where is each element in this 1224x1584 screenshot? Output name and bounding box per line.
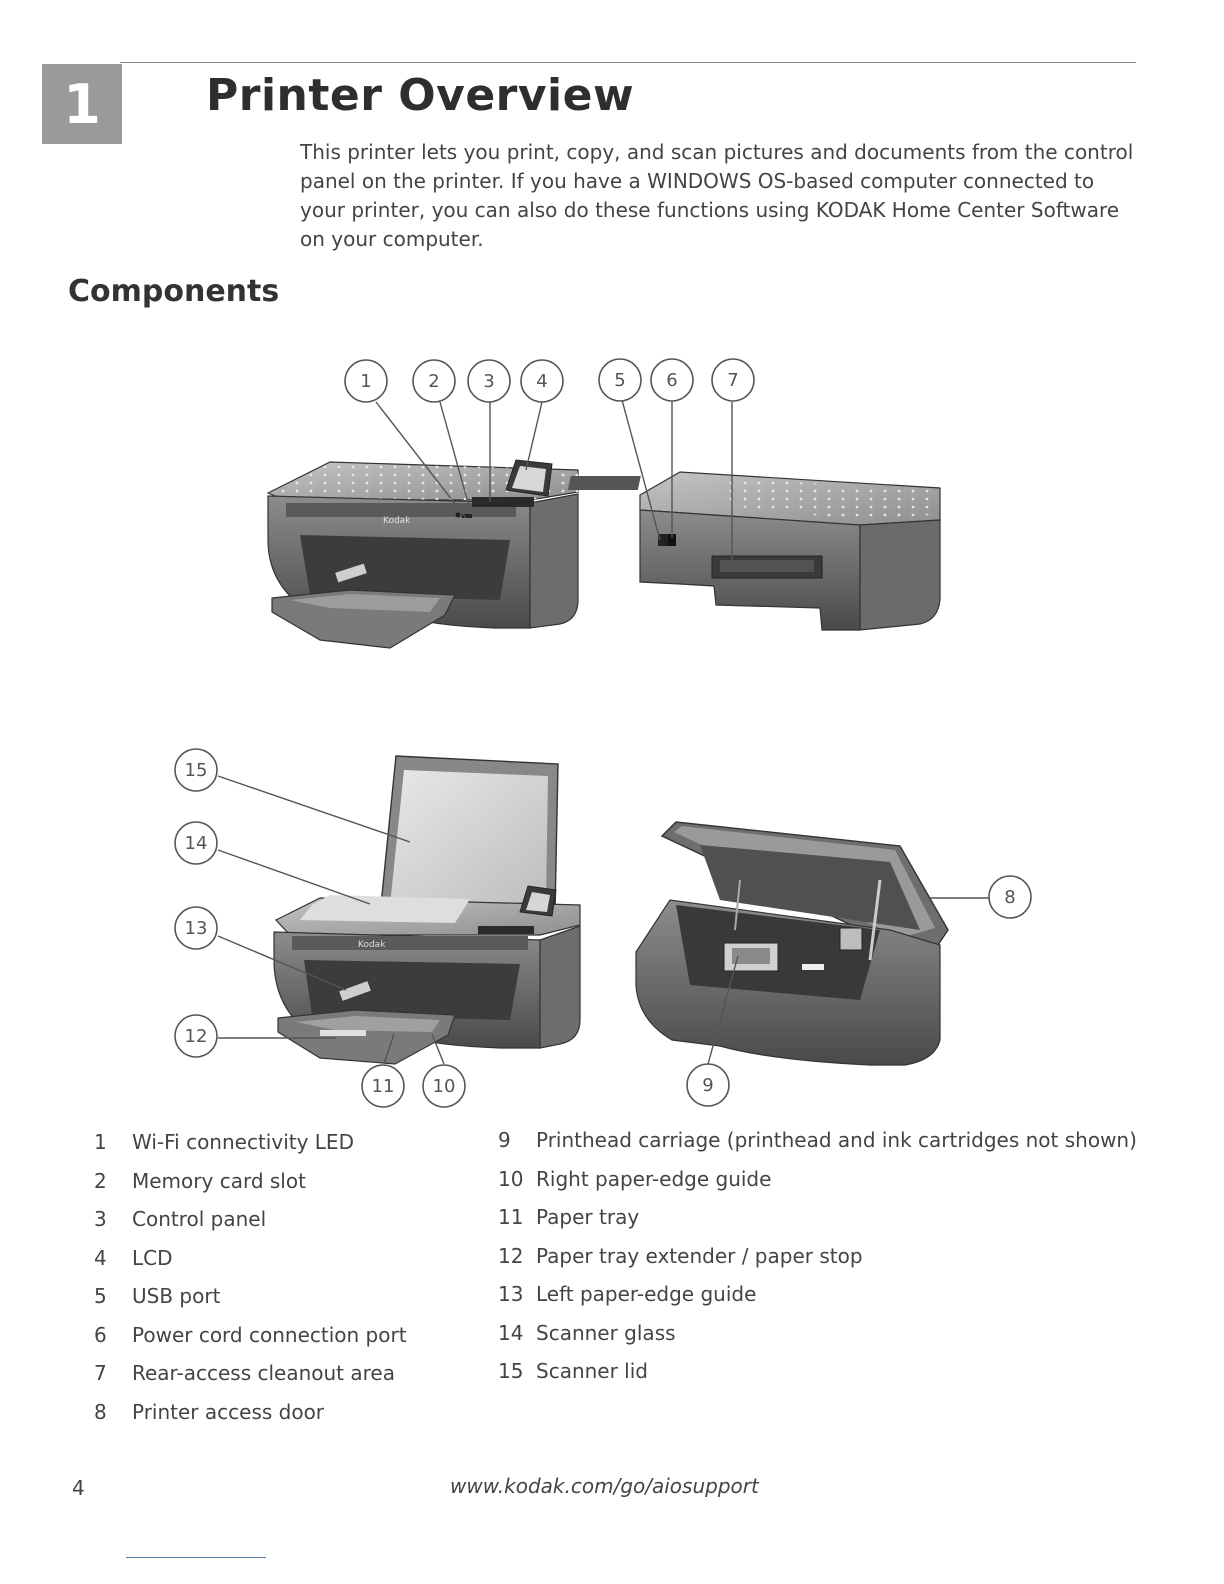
svg-text:5: 5	[614, 370, 625, 391]
svg-text:6: 6	[666, 370, 677, 391]
callout-10: 10	[422, 1064, 466, 1108]
callout-7: 7	[711, 358, 755, 402]
callout-11: 11	[361, 1064, 405, 1108]
callout-14: 14	[174, 821, 218, 865]
svg-text:4: 4	[536, 371, 547, 392]
chapter-number: 1	[63, 72, 101, 136]
printer-access-open-view	[635, 821, 949, 1066]
svg-text:8: 8	[1004, 887, 1015, 908]
chapter-number-badge: 1	[42, 64, 122, 144]
svg-text:2: 2	[428, 371, 439, 392]
svg-text:10: 10	[433, 1076, 456, 1097]
callout-5: 5	[598, 358, 642, 402]
callout-13: 13	[174, 906, 218, 950]
brand-logo-open: Kodak	[358, 940, 386, 950]
section-title: Components	[68, 274, 280, 309]
svg-text:1: 1	[360, 371, 371, 392]
printer-diagrams: Kodak Kodak	[174, 358, 1032, 1108]
callout-12: 12	[174, 1014, 218, 1058]
callout-4: 4	[520, 359, 564, 403]
callout-15: 15	[174, 748, 218, 792]
callout-1: 1	[344, 359, 388, 403]
svg-text:3: 3	[483, 371, 494, 392]
header-rule	[120, 62, 1136, 63]
svg-text:11: 11	[372, 1076, 395, 1097]
callout-6: 6	[650, 358, 694, 402]
callout-9: 9	[686, 1063, 730, 1107]
footer-rule	[126, 1557, 266, 1558]
page-title: Printer Overview	[206, 70, 635, 121]
callout-8: 8	[988, 875, 1032, 919]
printer-rear-view	[567, 471, 941, 631]
page-number: 4	[72, 1476, 85, 1500]
callout-2: 2	[412, 359, 456, 403]
svg-text:15: 15	[185, 760, 208, 781]
svg-text:12: 12	[185, 1026, 208, 1047]
support-url-link[interactable]: www.kodak.com/go/aiosupport	[450, 1474, 759, 1498]
svg-text:9: 9	[702, 1075, 713, 1096]
intro-paragraph: This printer lets you print, copy, and s…	[300, 140, 1134, 251]
callout-3: 3	[467, 359, 511, 403]
callout-leaders	[217, 399, 990, 1065]
svg-text:7: 7	[727, 370, 738, 391]
brand-logo-front: Kodak	[383, 516, 411, 526]
printer-front-view: Kodak	[266, 459, 579, 649]
svg-text:13: 13	[185, 918, 208, 939]
printer-open-lid-view: Kodak	[273, 755, 581, 1065]
svg-text:14: 14	[185, 833, 208, 854]
